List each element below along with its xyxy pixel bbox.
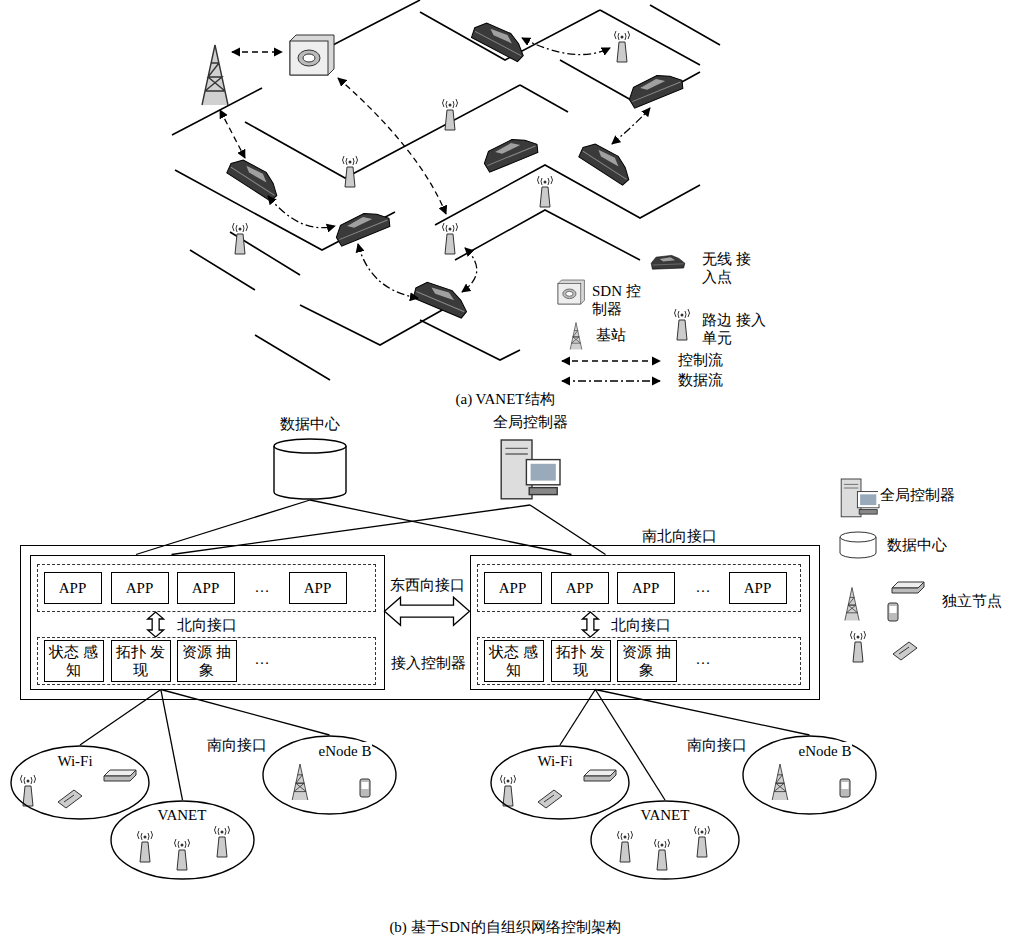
link-line [161,690,330,736]
controller-box: APPAPPAPPAPP状态 感知拓扑 发现资源 抽象APPAPPAPPAPP状… [20,545,820,700]
legend-text: 全局控制器 [878,486,957,504]
network-ellipse: VANET [110,800,255,880]
process-box: APP [551,572,609,604]
annotation: 南北向接口 [640,527,719,545]
link-line [136,500,310,555]
node-text: APP [126,579,154,597]
node-text: 数据中心 [279,415,341,433]
node-text: eNode B [798,742,853,760]
node-text: 全局控制器 [492,413,569,431]
interface-label: 北向接口 [175,616,239,634]
process-box: 状态 感知 [484,640,544,682]
node-text: Wi-Fi [56,752,93,770]
caption: (a) VANET结构 [453,390,556,408]
node-text: Wi-Fi [536,752,573,770]
process-box: 资源 抽象 [177,640,237,682]
node-text: 接入控制器 [390,654,467,672]
interface-arrow [385,597,470,625]
annotation: 南向接口 [205,736,269,754]
annotation: … [253,650,272,668]
network-ellipse: Wi-Fi [10,745,150,820]
caption: (b) 基于SDN的自组织网络控制架构 [387,918,622,936]
process-box: 拓扑 发现 [551,640,611,682]
link-line [172,505,531,555]
interface-label: 北向接口 [609,616,673,634]
node-text: APP [632,579,660,597]
link-line [530,505,606,555]
link-line [80,690,161,746]
legend-text: 数据流 [676,371,725,389]
annotation: … [694,578,713,596]
node-text: 拓扑 发现 [555,643,607,679]
process-box: APP [617,572,675,604]
network-ellipse: eNode B [262,735,397,815]
process-box: APP [289,572,347,604]
process-box: APP [484,572,542,604]
node-text: APP [744,579,772,597]
process-box: APP [729,572,787,604]
roadside-unit [233,31,630,254]
function-group: APP APP APP APP [477,564,801,612]
node-text: APP [192,579,220,597]
legend-text: 控制流 [676,351,725,369]
node-text: 拓扑 发现 [115,643,167,679]
network-ellipse: eNode B [742,735,877,815]
database-cylinder: 数据中心 [260,415,360,500]
network-ellipse: VANET [590,800,740,880]
process-box: 状态 感知 [44,640,104,682]
network-ellipse: Wi-Fi [490,745,630,820]
node-text: 状态 感知 [488,643,540,679]
interface-arrow [148,612,164,637]
vehicle [225,16,685,320]
legend-text: SDN 控制器 [590,282,644,318]
legend-text: 数据中心 [885,536,949,554]
road [172,0,720,380]
node-text: 资源 抽象 [621,643,673,679]
function-group: APP APP APP APP [37,564,376,612]
process-box: APP [111,572,169,604]
node-text: 状态 感知 [48,643,100,679]
legend-text: 路边 接入单元 [700,311,768,347]
link-line [595,690,809,736]
node-text: VANET [157,806,208,824]
node-text: 资源 抽象 [181,643,233,679]
legend-text: 无线 接入点 [700,250,754,286]
legend-text: 独立节点 [940,592,1004,610]
process-box: APP [44,572,102,604]
interface-arrow [582,612,598,637]
node-text: VANET [640,806,691,824]
control-flow [220,52,446,214]
link-line [310,500,572,555]
node-text: APP [59,579,87,597]
process-box: APP [177,572,235,604]
node-text: eNode B [318,742,373,760]
base-station [202,45,228,105]
link-line [560,690,595,746]
server-node: 全局控制器 [480,413,580,505]
node-text: APP [566,579,594,597]
process-box: 资源 抽象 [617,640,677,682]
function-group: 状态 感知拓扑 发现资源 抽象 [477,637,801,685]
interface-label: 东西向接口 [388,576,467,594]
data-flow [268,38,650,298]
process-box: 拓扑 发现 [111,640,171,682]
link-line [161,690,183,801]
link-line [595,690,665,801]
function-group: 状态 感知拓扑 发现资源 抽象 [37,637,376,685]
legend-text: 基站 [594,326,628,344]
legend-icon [558,255,924,662]
sdn-controller [290,35,334,75]
node-text: APP [499,579,527,597]
annotation: 南向接口 [685,736,749,754]
node-text: APP [304,579,332,597]
annotation: … [694,650,713,668]
annotation: … [253,578,272,596]
